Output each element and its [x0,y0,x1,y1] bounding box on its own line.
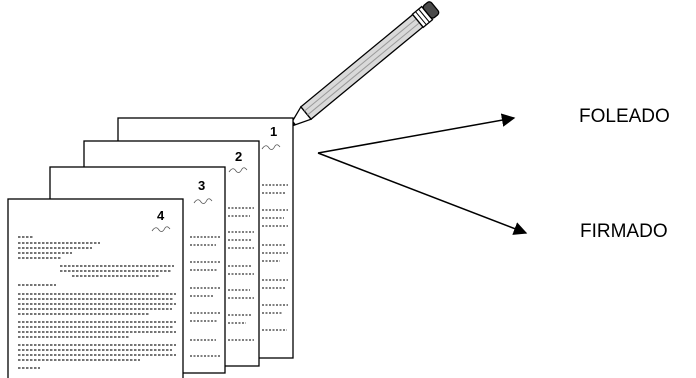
text-block [190,236,220,357]
signature-scribble-icon [261,144,281,150]
label-firmado: FIRMADO [580,221,668,242]
text-block [262,184,288,331]
signature-scribble-icon [193,198,213,204]
signature-scribble-icon [228,167,248,173]
page-number-2: 2 [235,149,242,164]
page-number-3: 3 [198,178,205,193]
arrow-to-firmado [317,152,528,235]
text-block [18,236,176,369]
pencil-icon [287,1,440,129]
page-number-4: 4 [157,208,165,223]
signature-scribble-icon [151,226,171,232]
document-page-4: 4 [7,198,184,378]
label-foleado: FOLEADO [579,106,670,127]
arrow-to-foleado [317,113,516,154]
page-number-1: 1 [270,124,277,139]
text-block [228,207,254,341]
